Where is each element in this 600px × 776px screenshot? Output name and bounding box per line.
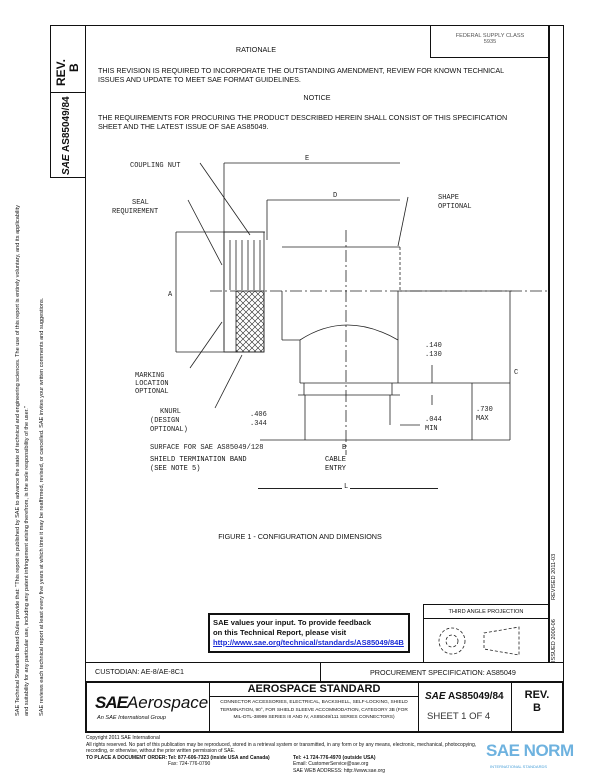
- notice-heading: NOTICE: [303, 93, 331, 102]
- document-number: SAE AS85049/84: [425, 691, 504, 702]
- label-seal-2: REQUIREMENT: [112, 208, 158, 216]
- surface-label: SHIELD TERMINATION BAND(SEE NOTE 5): [150, 456, 247, 473]
- label-marking-3: OPTIONAL: [135, 388, 169, 396]
- side-rev-box: REV.B: [50, 25, 86, 93]
- issued-date: ISSUED 2000-06: [551, 619, 557, 662]
- label-406-2: .344: [250, 420, 267, 428]
- label-044-1: .044: [425, 416, 442, 424]
- notice-text: THE REQUIREMENTS FOR PROCURING THE PRODU…: [98, 113, 508, 131]
- label-shape-1: SHAPE: [438, 194, 459, 202]
- side-doc-number: SAE AS85049/84: [61, 96, 72, 175]
- label-seal-1: SEAL: [132, 199, 149, 207]
- label-406-1: .406: [250, 411, 267, 419]
- side-doc-box: SAE AS85049/84: [50, 93, 86, 178]
- legal-notice-2: SAE reviews each technical report at lea…: [39, 297, 45, 716]
- label-730-2: MAX: [476, 415, 489, 423]
- sae-norm-watermark: SAE NORM: [486, 741, 574, 760]
- watermark-sub: INTERNATIONAL STANDARDS: [490, 764, 548, 769]
- title-block: SAEAerospace An SAE International Group …: [85, 681, 564, 733]
- rationale-heading: RATIONALE: [235, 45, 277, 54]
- legal-notice-1: SAE Technical Standards Board Rules prov…: [15, 205, 30, 716]
- footer: Copyright 2011 SAE International All rig…: [86, 735, 477, 774]
- label-shape-2: OPTIONAL: [438, 203, 472, 211]
- legal-notice: SAE Technical Standards Board Rules prov…: [14, 196, 47, 716]
- label-dim-d: D: [333, 192, 337, 200]
- feedback-link[interactable]: http://www.sae.org/technical/standards/A…: [213, 638, 404, 647]
- feedback-box: SAE values your input. To provide feedba…: [208, 613, 410, 653]
- side-rev: REV.B: [54, 59, 81, 86]
- projection-symbol-icon: [438, 626, 520, 656]
- label-marking-2: LOCATION: [135, 380, 169, 388]
- label-140-1: .140: [425, 342, 442, 350]
- standard-title: AEROSPACE STANDARD: [210, 683, 419, 697]
- label-dim-l: L: [342, 483, 351, 491]
- label-knurl-2: (DESIGN: [150, 417, 179, 425]
- label-surface-1: SURFACE FOR SAE AS85049/128: [150, 444, 263, 452]
- title-rev: REV.B: [511, 683, 562, 731]
- sae-aerospace-logo: SAEAerospace An SAE International Group: [87, 683, 210, 731]
- label-044-2: MIN: [425, 425, 438, 433]
- procurement-spec: PROCUREMENT SPECIFICATION: AS85049: [370, 668, 516, 677]
- revised-date: REVISED 2011-03: [551, 553, 557, 600]
- label-730-1: .730: [476, 406, 493, 414]
- third-angle-projection: THIRD ANGLE PROJECTION: [423, 604, 549, 663]
- label-dim-b: B: [342, 444, 346, 452]
- document-description: CONNECTOR ACCESSORIES, ELECTRICAL, BACKS…: [210, 697, 419, 731]
- label-knurl-1: KNURL: [160, 408, 181, 416]
- rationale-text: THIS REVISION IS REQUIRED TO INCORPORATE…: [98, 66, 504, 84]
- custodian: CUSTODIAN: AE-8/AE-8C1: [85, 662, 321, 681]
- label-knurl-3: OPTIONAL): [150, 426, 188, 434]
- connector-drawing: COUPLING NUT SEAL REQUIREMENT E D SHAPE …: [112, 155, 548, 455]
- sheet-number: SHEET 1 OF 4: [427, 711, 491, 722]
- label-coupling-nut: COUPLING NUT: [130, 162, 180, 170]
- label-dim-c: C: [514, 369, 518, 377]
- label-dim-a: A: [168, 291, 173, 299]
- figure-caption: FIGURE 1 - CONFIGURATION AND DIMENSIONS: [218, 532, 382, 541]
- label-140-2: .130: [425, 351, 442, 359]
- label-marking-1: MARKING: [135, 372, 164, 380]
- label-dim-e: E: [305, 155, 309, 163]
